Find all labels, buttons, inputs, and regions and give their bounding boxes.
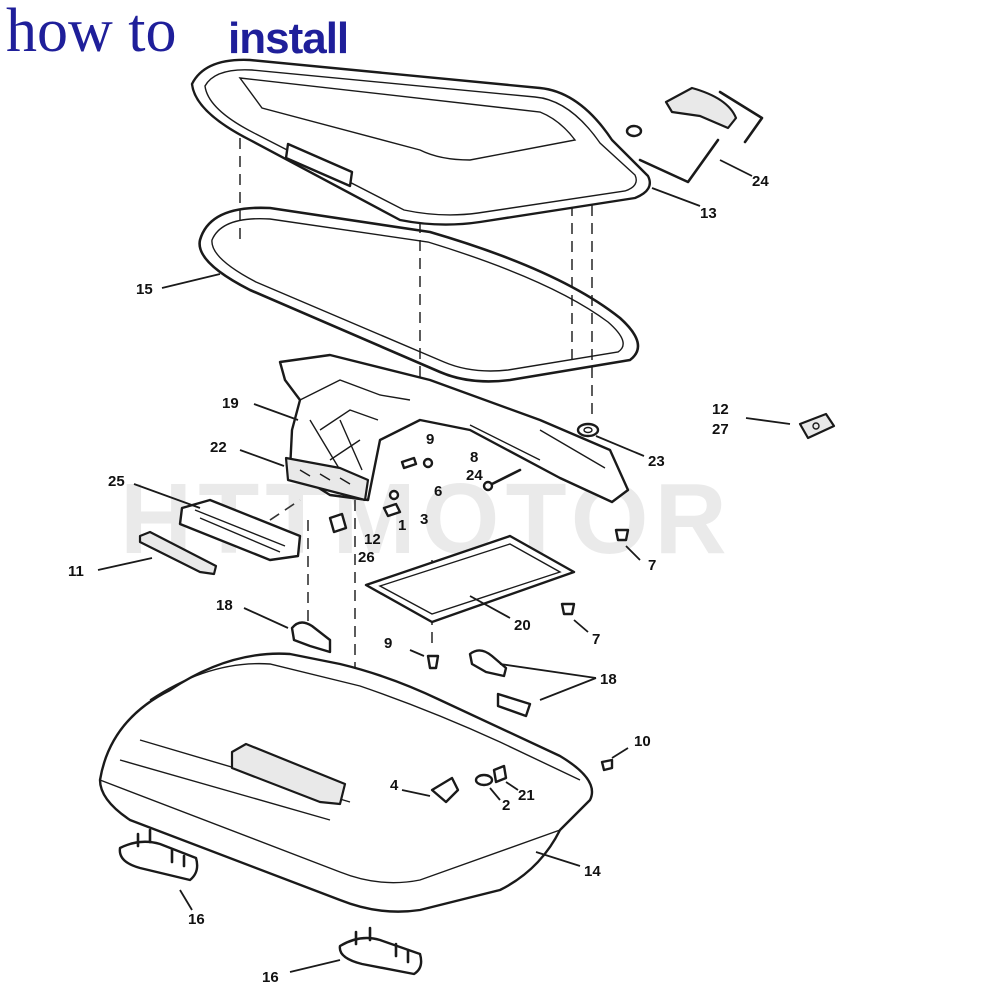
callout-24-top: 24 xyxy=(752,173,769,190)
callout-9-lower: 9 xyxy=(384,635,392,652)
callout-21: 21 xyxy=(518,787,535,804)
callout-1: 1 xyxy=(398,517,406,534)
callout-2: 2 xyxy=(502,797,510,814)
callout-19: 19 xyxy=(222,395,239,412)
callout-16-lower: 16 xyxy=(262,969,279,986)
callout-6: 6 xyxy=(434,483,442,500)
mount-part-16-lower xyxy=(338,926,423,976)
callout-8: 8 xyxy=(470,449,478,466)
callout-15: 15 xyxy=(136,281,153,298)
hinge-frame-part-19 xyxy=(278,353,630,504)
callout-27: 27 xyxy=(712,421,729,438)
trim-part-11 xyxy=(138,530,218,576)
callout-3: 3 xyxy=(420,511,428,528)
callout-20: 20 xyxy=(514,617,531,634)
title-how-to: how to xyxy=(6,0,177,65)
callout-7-upper: 7 xyxy=(648,557,656,574)
callout-14: 14 xyxy=(584,863,601,880)
trim-part-25 xyxy=(178,498,302,562)
callout-24-mid: 24 xyxy=(466,467,483,484)
callout-9-upper: 9 xyxy=(426,431,434,448)
seal-part-15 xyxy=(198,206,640,383)
leader-lines xyxy=(97,159,791,973)
lid-part-13 xyxy=(190,58,652,226)
callout-10: 10 xyxy=(634,733,651,750)
callout-26: 26 xyxy=(358,549,375,566)
title-install: install xyxy=(228,14,349,63)
callout-16-upper: 16 xyxy=(188,911,205,928)
callout-18-right: 18 xyxy=(600,671,617,688)
callout-12-right: 12 xyxy=(712,401,729,418)
callout-11: 11 xyxy=(68,563,84,580)
callout-12-mid: 12 xyxy=(364,531,381,548)
plate-part-20 xyxy=(364,534,576,624)
callout-13: 13 xyxy=(700,205,717,222)
callout-4: 4 xyxy=(390,777,399,794)
latch-part-12-27 xyxy=(798,412,836,440)
bumper-part-24 xyxy=(625,86,764,184)
brackets-part-18 xyxy=(290,621,597,718)
callout-23: 23 xyxy=(648,453,665,470)
fasteners xyxy=(328,456,630,772)
callout-25: 25 xyxy=(108,473,125,490)
callout-7-lower: 7 xyxy=(592,631,600,648)
saddlebag-part-14 xyxy=(98,652,594,913)
callout-22: 22 xyxy=(210,439,227,456)
callout-labels: 24 13 15 19 22 9 8 24 6 23 25 12 26 1 3 … xyxy=(68,173,769,986)
callout-18-left: 18 xyxy=(216,597,233,614)
washer-part-23 xyxy=(576,422,600,438)
mount-part-16-upper xyxy=(118,828,199,882)
